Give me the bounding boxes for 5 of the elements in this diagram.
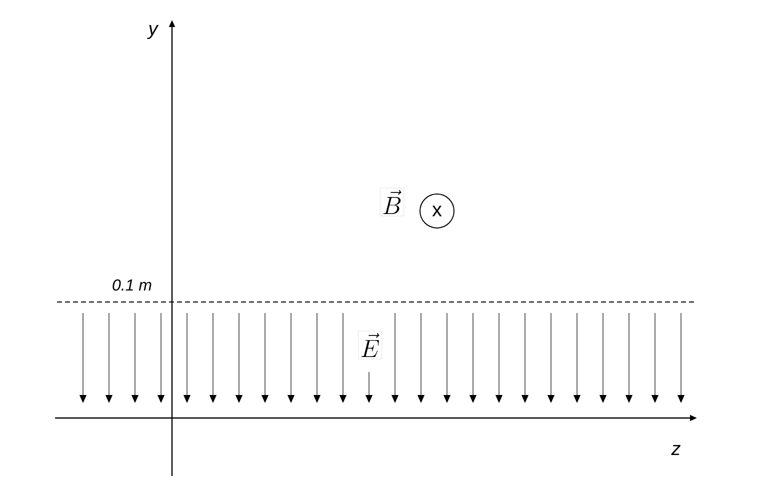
axis-label: z	[671, 445, 680, 456]
vector-label: $\vec{E}$	[358, 330, 382, 360]
axis-label: 0.1 m	[112, 279, 152, 291]
axis-label: y	[147, 25, 159, 39]
vector-label: $\vec{B}$	[380, 188, 404, 216]
